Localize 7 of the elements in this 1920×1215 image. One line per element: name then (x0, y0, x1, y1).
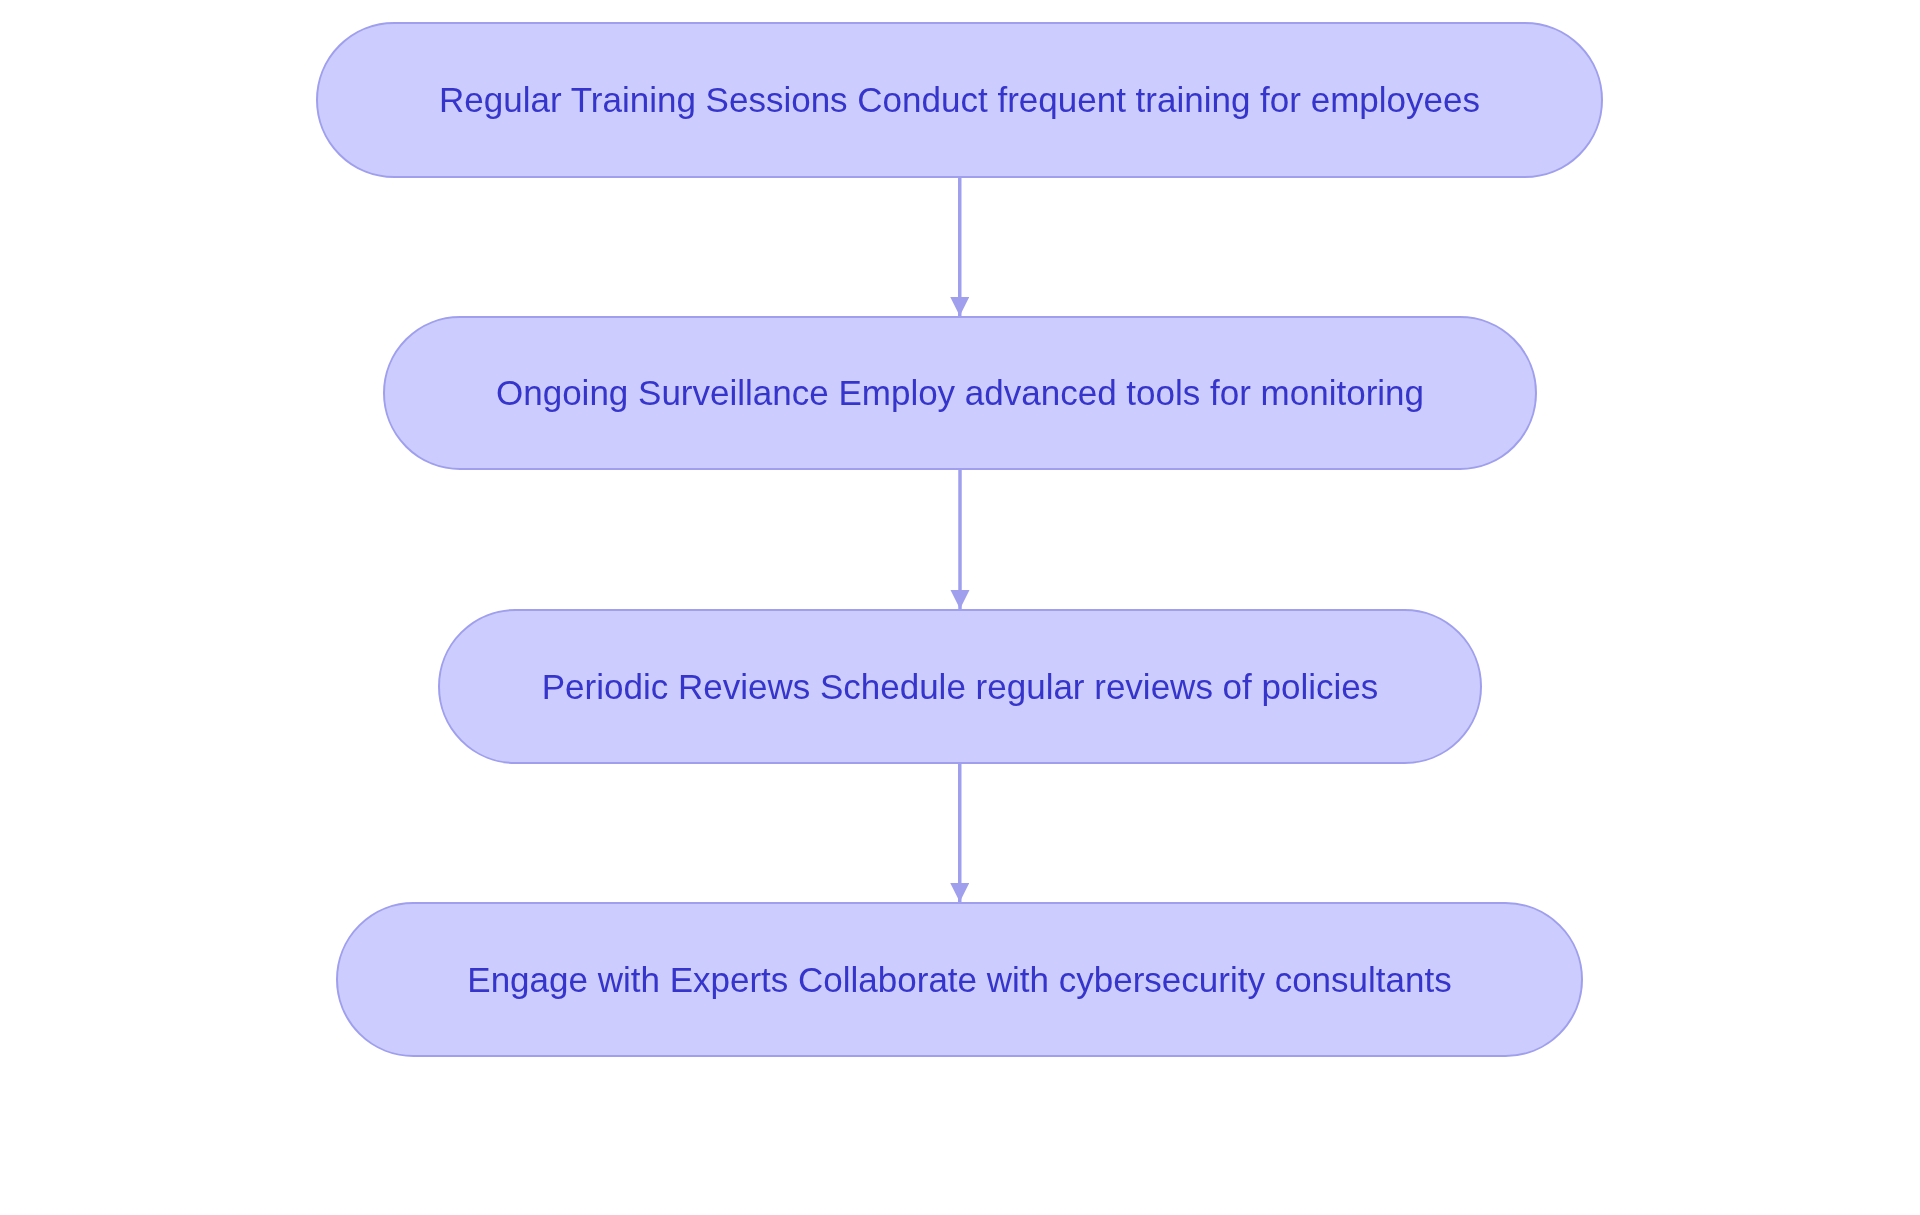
arrow (950, 764, 970, 902)
arrow (950, 470, 970, 609)
step-text: Engage with Experts Collaborate with cybersecurity consultants (467, 958, 1452, 1001)
arrow (950, 178, 970, 316)
step-text: Regular Training Sessions Conduct frequent training for employees (439, 79, 1480, 121)
step-text: Periodic Reviews Schedule regular reviews of policies (541, 665, 1379, 708)
step-text: Ongoing Surveillance Employ advanced tools for monitoring (496, 372, 1424, 414)
